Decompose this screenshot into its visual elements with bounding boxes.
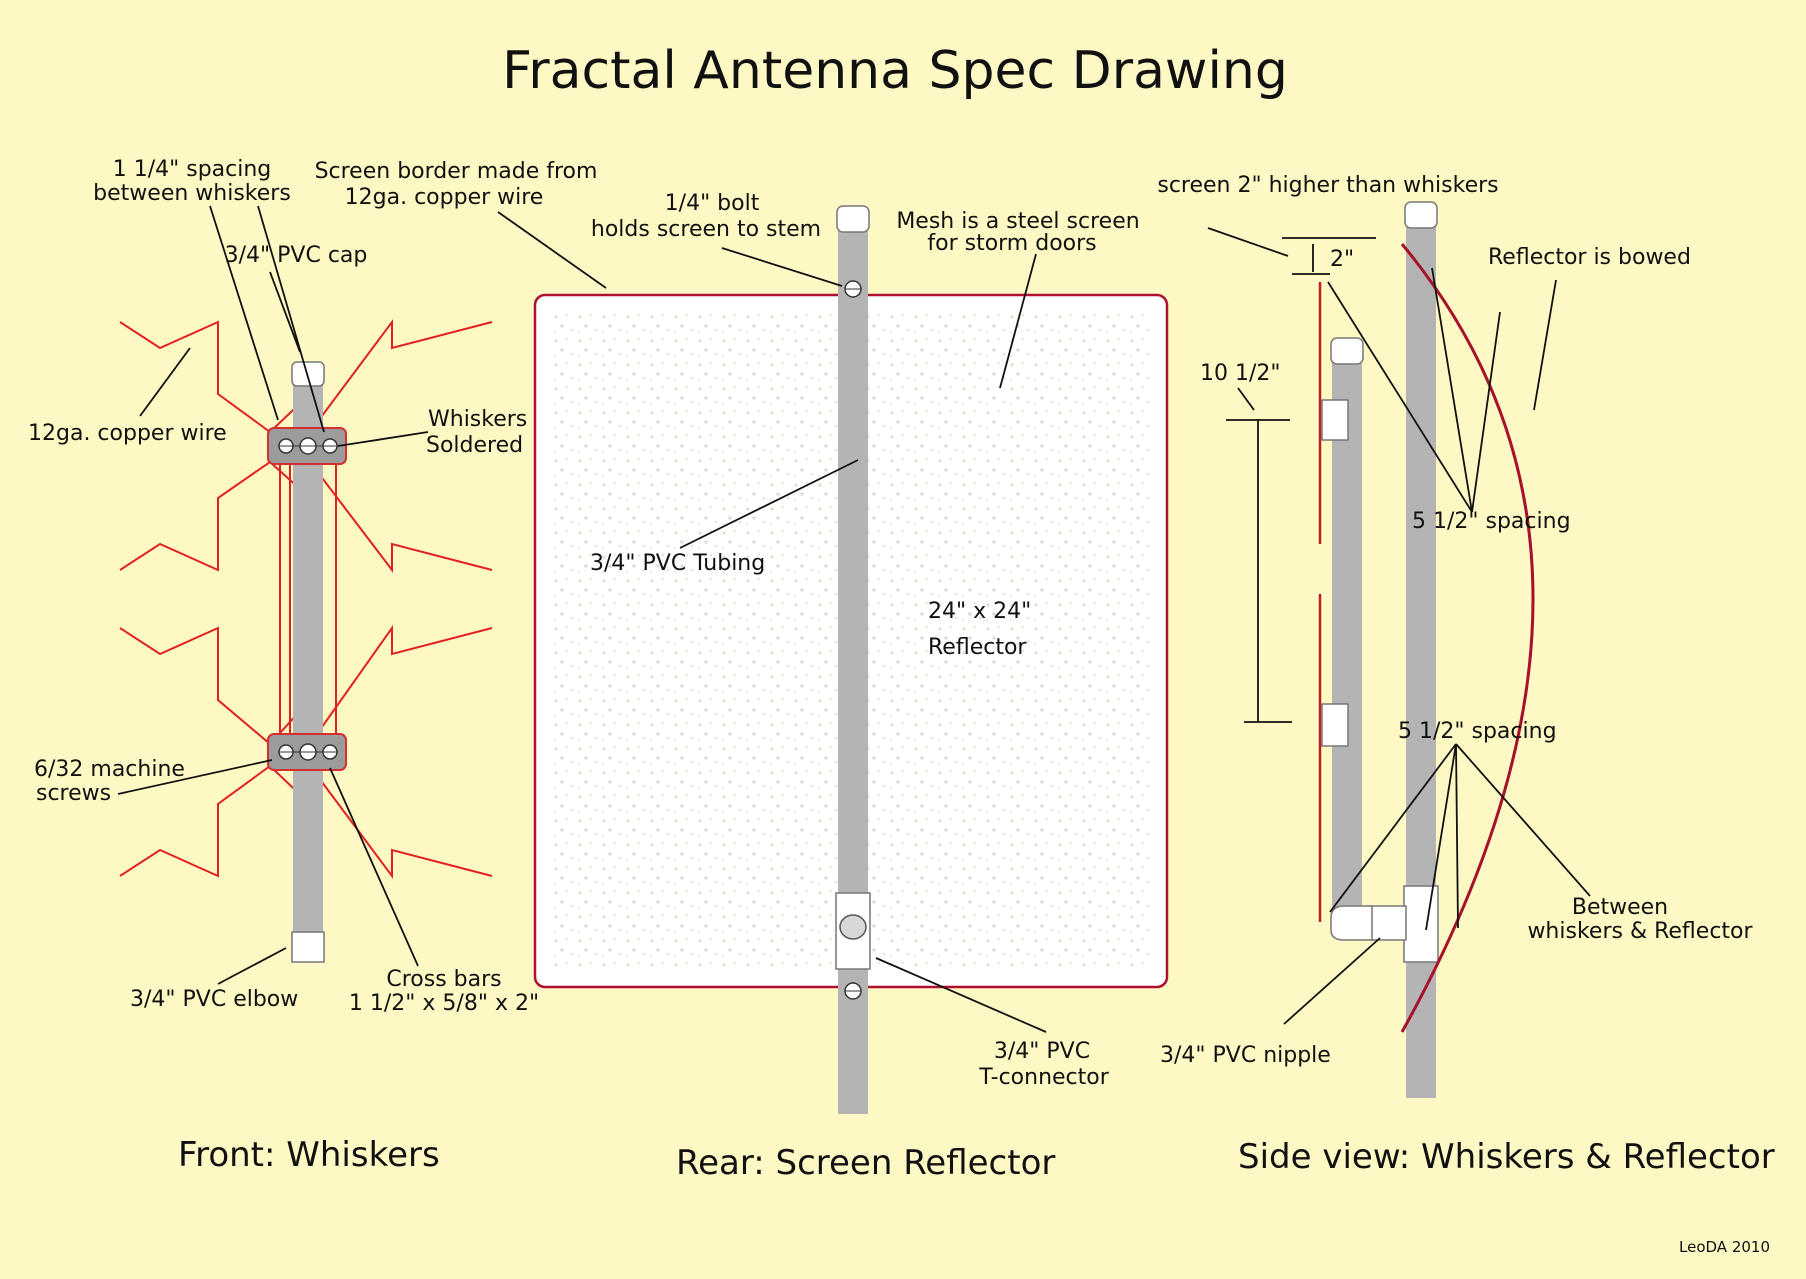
label-border-line1: Screen border made from bbox=[315, 159, 598, 184]
label-two-inch: 2" bbox=[1330, 247, 1354, 272]
front-pvc-stem bbox=[293, 384, 323, 938]
label-pvc-nipple: 3/4" PVC nipple bbox=[1160, 1043, 1331, 1068]
label-screen-higher: screen 2" higher than whiskers bbox=[1157, 173, 1498, 198]
side-whisker-cap bbox=[1330, 337, 1364, 365]
front-view: 1 1/4" spacing between whiskers 3/4" PVC… bbox=[28, 157, 539, 1175]
side-pvc-nipple bbox=[1369, 905, 1407, 941]
label-ten-half: 10 1/2" bbox=[1200, 361, 1281, 386]
lower-cross-bar bbox=[267, 733, 347, 771]
label-whiskers-line1: Whiskers bbox=[428, 407, 527, 432]
heading-rear: Rear: Screen Reflector bbox=[676, 1143, 1055, 1183]
rear-view: Screen border made from 12ga. copper wir… bbox=[315, 159, 1169, 1183]
label-spacing-upper: 5 1/2" spacing bbox=[1412, 509, 1571, 534]
label-tconn-line1: 3/4" PVC bbox=[994, 1039, 1090, 1064]
side-pvc-elbow bbox=[1330, 905, 1373, 941]
rear-pvc-cap bbox=[836, 205, 870, 233]
side-crossbar-upper bbox=[1321, 399, 1349, 441]
side-reflector-stem bbox=[1406, 222, 1436, 1098]
label-between-line2: whiskers & Reflector bbox=[1527, 919, 1753, 944]
heading-front: Front: Whiskers bbox=[178, 1135, 440, 1175]
heading-side: Side view: Whiskers & Reflector bbox=[1238, 1137, 1775, 1177]
page-title: Fractal Antenna Spec Drawing bbox=[502, 41, 1288, 101]
label-whiskers-line2: Soldered bbox=[426, 433, 523, 458]
label-border-line2: 12ga. copper wire bbox=[345, 185, 544, 210]
label-screws-line1: 6/32 machine bbox=[34, 757, 185, 782]
side-crossbar-lower bbox=[1321, 703, 1349, 747]
label-spacing-lower: 5 1/2" spacing bbox=[1398, 719, 1557, 744]
label-bolt-line1: 1/4" bolt bbox=[665, 191, 760, 216]
label-crossbars-line2: 1 1/2" x 5/8" x 2" bbox=[349, 991, 539, 1016]
label-reflector-size: 24" x 24" bbox=[928, 599, 1031, 624]
upper-cross-bar bbox=[267, 427, 347, 465]
front-pvc-elbow bbox=[291, 931, 325, 963]
label-screws-line2: screws bbox=[36, 781, 111, 806]
side-reflector-cap bbox=[1404, 201, 1438, 229]
label-reflector-bowed: Reflector is bowed bbox=[1488, 245, 1691, 270]
bowed-reflector bbox=[1400, 243, 1535, 1033]
side-t-connector bbox=[1403, 885, 1439, 963]
label-reflector: Reflector bbox=[928, 635, 1027, 660]
front-pvc-cap bbox=[291, 361, 325, 387]
whisker-wires bbox=[119, 318, 493, 880]
label-elbow: 3/4" PVC elbow bbox=[130, 987, 298, 1012]
label-pvc-cap: 3/4" PVC cap bbox=[225, 243, 368, 268]
label-spacing-line2: between whiskers bbox=[93, 181, 291, 206]
label-bolt-line2: holds screen to stem bbox=[591, 217, 821, 242]
label-mesh-line1: Mesh is a steel screen bbox=[896, 209, 1139, 234]
side-view: screen 2" higher than whiskers 2" Reflec… bbox=[1157, 173, 1774, 1177]
label-mesh-line2: for storm doors bbox=[927, 231, 1096, 256]
label-between-line1: Between bbox=[1572, 895, 1668, 920]
label-copper-wire: 12ga. copper wire bbox=[28, 421, 227, 446]
label-crossbars-line1: Cross bars bbox=[386, 967, 501, 992]
label-pvc-tubing: 3/4" PVC Tubing bbox=[590, 551, 765, 576]
t-connector-opening bbox=[839, 914, 867, 940]
label-tconn-line2: T-connector bbox=[978, 1065, 1110, 1090]
side-whisker-stem bbox=[1332, 358, 1362, 918]
label-spacing-line1: 1 1/4" spacing bbox=[113, 157, 272, 182]
rear-pvc-stem bbox=[838, 222, 868, 1114]
signature: LeoDA 2010 bbox=[1679, 1238, 1770, 1256]
